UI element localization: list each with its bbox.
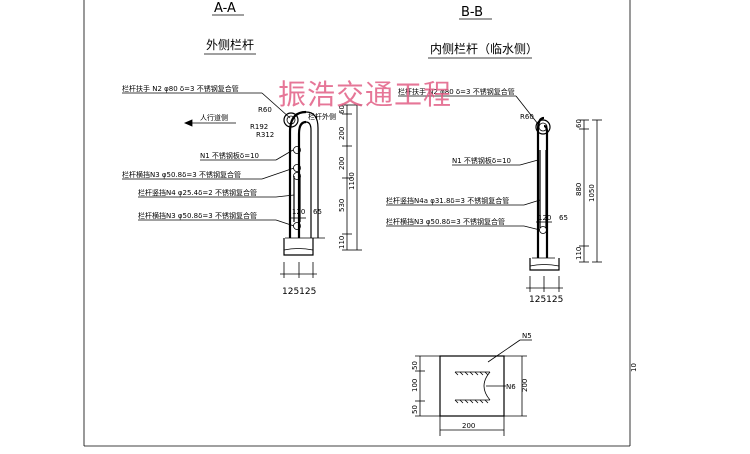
dim-530-aa: 530 <box>338 199 346 212</box>
dim-120-aa: 120 <box>292 208 305 216</box>
label-n5: N5 <box>522 332 532 340</box>
dim-880-bb: 880 <box>575 183 583 196</box>
rail-n3-bb <box>539 226 547 234</box>
dim-total-bb: 1050 <box>588 184 596 202</box>
dim-200a-aa: 200 <box>338 127 346 140</box>
base-plate-aa <box>283 238 314 256</box>
section-bb: B-B 内侧栏杆（临水侧） 栏杆扶手 N2 φ80 δ=3 不锈钢复合管 R60… <box>386 5 602 305</box>
section-aa-title: 外侧栏杆 <box>206 37 254 52</box>
callout-handrail-bb: 栏杆扶手 N2 φ80 δ=3 不锈钢复合管 <box>398 87 515 96</box>
post-bb <box>529 116 560 271</box>
callout-rail-n3-bottom-aa: 栏杆横挡N3 φ50.8δ=3 不锈钢复合管 <box>138 211 257 220</box>
base-plate-bb <box>529 258 560 271</box>
dim-200-right: 200 <box>521 379 529 392</box>
section-bb-title: 内侧栏杆（临水侧） <box>430 41 538 56</box>
handrail-section-bb <box>535 119 551 135</box>
dim-120-bb: 120 <box>538 214 551 222</box>
section-bb-heading: B-B <box>461 5 483 20</box>
callout-rail-n3-top-aa: 栏杆横挡N3 φ50.8δ=3 不锈钢复合管 <box>122 170 241 179</box>
dim-50-top: 50 <box>411 361 419 370</box>
callout-outer-rail-aa: 栏杆外侧 <box>308 112 336 121</box>
callout-n1-bb: N1 不锈钢板δ=10 <box>452 156 511 165</box>
callout-pedestrian-side-aa: 人行道侧 <box>200 113 228 122</box>
callout-rail-n4-aa: 栏杆竖挡N4 φ25.4δ=2 不锈钢复合管 <box>138 188 257 197</box>
dim-200-bottom: 200 <box>462 422 475 430</box>
label-n6: N6 <box>506 383 516 391</box>
dim-total-aa: 1100 <box>348 172 356 190</box>
dim-65-aa: 65 <box>313 208 322 216</box>
callout-rail-n3-bb: 栏杆横挡N3 φ50.8δ=3 不锈钢复合管 <box>386 217 505 226</box>
handrail-section-aa <box>283 112 299 128</box>
dim-60-bb: 60 <box>575 119 583 128</box>
callout-rail-n4a-bb: 栏杆竖挡N4a φ31.8δ=3 不锈钢复合管 <box>386 196 509 205</box>
dim-110-bb: 110 <box>575 247 583 260</box>
base-dim-bb: 125125 <box>529 295 563 305</box>
post-aa <box>283 110 325 256</box>
arrow-icon <box>183 119 193 127</box>
edge-mark: 10 <box>630 363 638 372</box>
plate-detail: N5 N6 50 100 50 200 200 <box>411 332 532 436</box>
dim-50-bottom: 50 <box>411 405 419 414</box>
section-aa: A-A 外侧栏杆 栏杆扶手 N2 φ80 δ=3 不锈钢复合管 人行道侧 <box>122 1 362 297</box>
dim-110-aa: 110 <box>338 236 346 249</box>
radius-r312-aa: R312 <box>256 131 274 139</box>
rail-n3-top-aa <box>293 146 301 154</box>
callout-n1-aa: N1 不锈钢板δ=10 <box>200 151 259 160</box>
section-aa-heading: A-A <box>214 1 236 16</box>
radius-r60-bb: R60 <box>520 113 534 121</box>
anchor-bar-n6 <box>483 371 491 401</box>
dim-60-aa: 60 <box>338 105 346 114</box>
dim-100: 100 <box>411 379 419 392</box>
callout-handrail-aa: 栏杆扶手 N2 φ80 δ=3 不锈钢复合管 <box>122 84 239 93</box>
base-dim-aa: 125125 <box>282 287 316 297</box>
radius-r192-aa: R192 <box>250 123 268 131</box>
radius-r60-aa: R60 <box>258 106 272 114</box>
dim-200b-aa: 200 <box>338 157 346 170</box>
watermark: 振浩交通工程 <box>278 78 452 111</box>
dim-65-bb: 65 <box>559 214 568 222</box>
